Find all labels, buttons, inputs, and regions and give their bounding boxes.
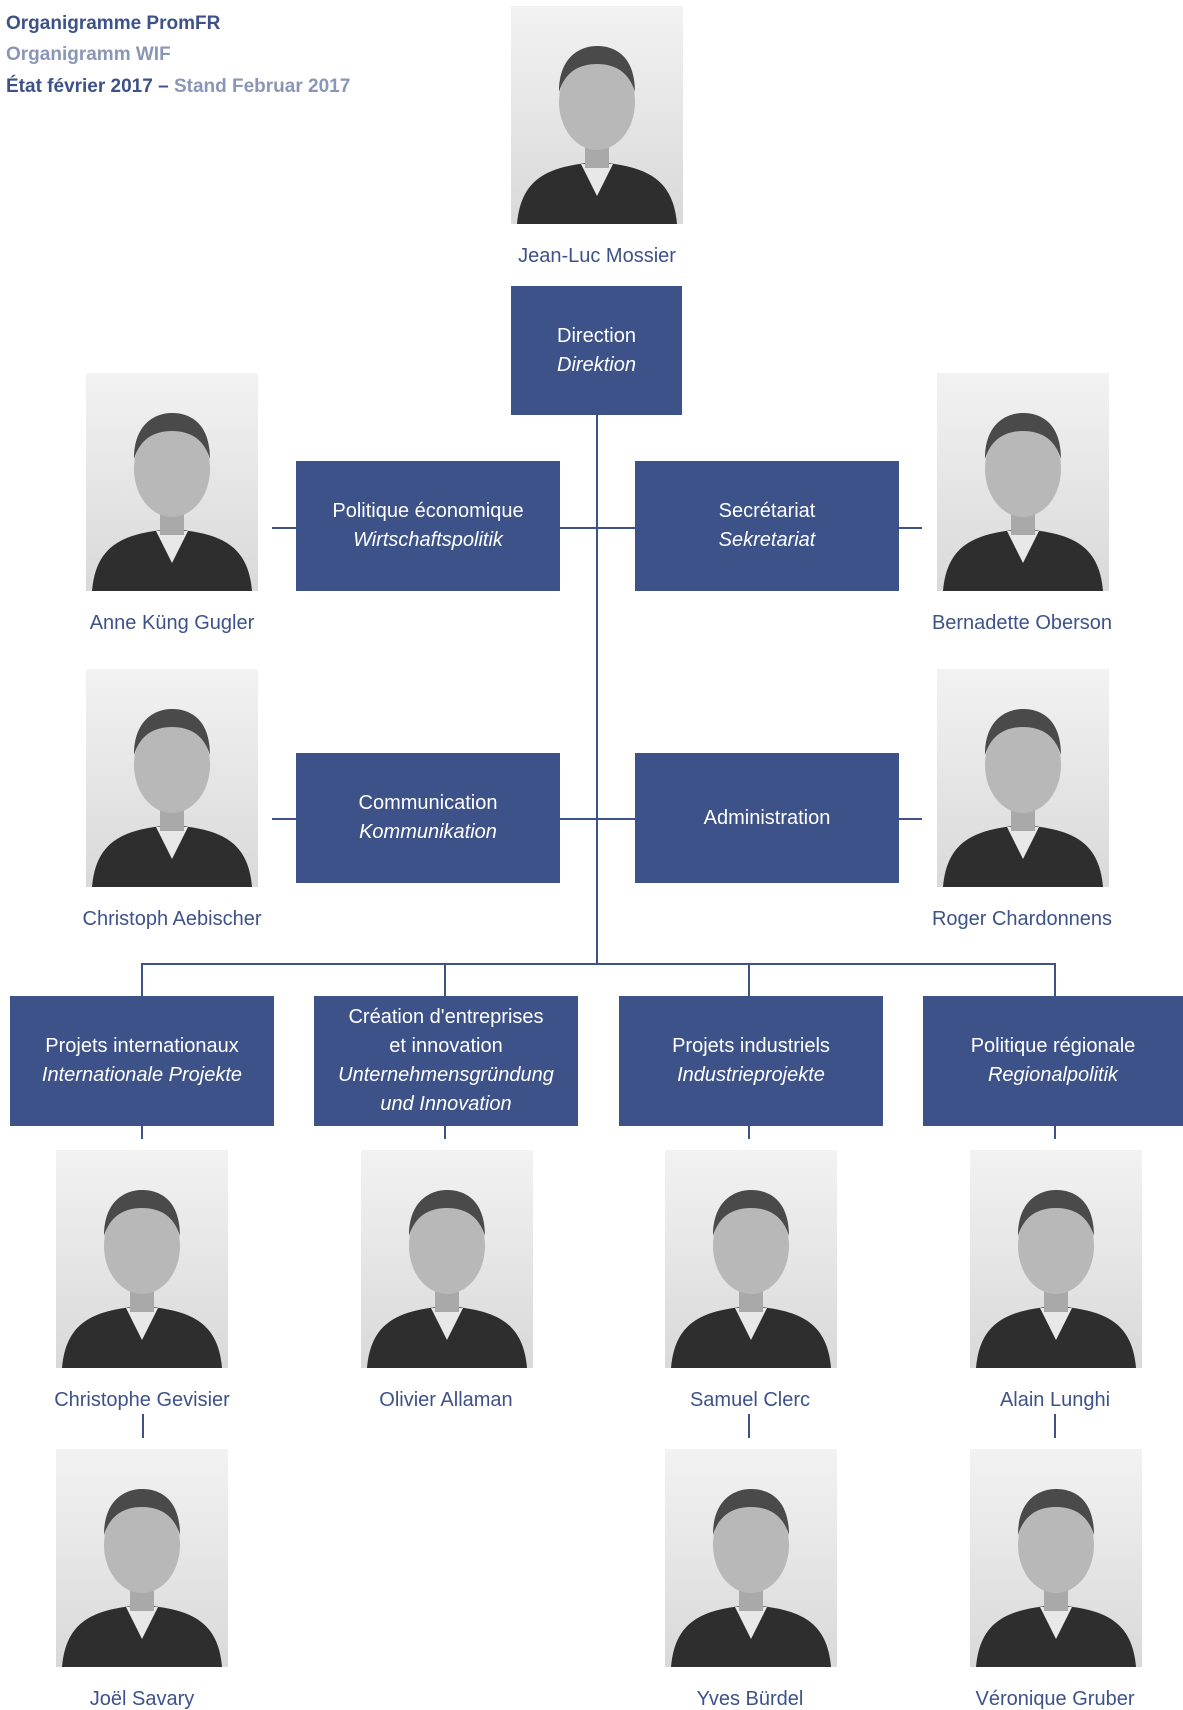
connector-sub-4 — [1054, 1414, 1056, 1438]
connector-row2-horizontal — [272, 818, 922, 820]
unit-communication: Communication Kommunikation — [296, 753, 560, 883]
unit-direction: Direction Direktion — [511, 286, 682, 415]
connector-below-3 — [748, 1125, 750, 1139]
org-title-fr: Organigramme PromFR — [6, 13, 221, 34]
unit-label-fr: Projets internationaux — [45, 1035, 239, 1057]
connector-sub-1 — [142, 1414, 144, 1438]
person-name-kung-gugler: Anne Küng Gugler — [89, 612, 255, 634]
unit-projets-internationaux: Projets internationaux Internationale Pr… — [10, 996, 274, 1126]
person-name-mossier: Jean-Luc Mossier — [518, 245, 676, 267]
portrait-chardonnens — [937, 669, 1109, 887]
person-name-allaman: Olivier Allaman — [379, 1389, 513, 1411]
unit-label-de: Direktion — [557, 353, 636, 376]
unit-label-de: Regionalpolitik — [987, 1064, 1119, 1086]
unit-label-fr: Politique économique — [332, 500, 524, 522]
connector-below-1 — [141, 1125, 143, 1139]
unit-label-de: Sekretariat — [718, 529, 816, 551]
unit-creation-entreprises: Création d'entreprises et innovation Unt… — [314, 996, 578, 1126]
unit-label-fr: et innovation — [389, 1035, 503, 1057]
unit-label-fr: Politique régionale — [970, 1035, 1136, 1057]
org-date: État février 2017 – Stand Februar 2017 — [6, 77, 350, 97]
person-name-gevisier: Christophe Gevisier — [54, 1389, 230, 1411]
connector-below-2 — [444, 1125, 446, 1139]
person-name-lunghi: Alain Lunghi — [999, 1389, 1111, 1411]
unit-label-de: und Innovation — [380, 1093, 512, 1115]
person-name-chardonnens: Roger Chardonnens — [931, 908, 1113, 930]
connector-drop-4 — [1054, 963, 1056, 996]
unit-politique-economique: Politique économique Wirtschaftspolitik — [296, 461, 560, 591]
org-date-de: Stand Februar 2017 — [173, 76, 351, 97]
person-name-gruber: Véronique Gruber — [975, 1688, 1135, 1710]
person-name-clerc: Samuel Clerc — [689, 1389, 811, 1411]
unit-label-fr: Administration — [703, 806, 831, 829]
unit-label-fr: Direction — [557, 324, 636, 347]
person-name-oberson: Bernadette Oberson — [931, 612, 1113, 634]
portrait-kung-gugler — [86, 373, 258, 591]
unit-administration: Administration — [635, 753, 899, 883]
portrait-oberson — [937, 373, 1109, 591]
unit-label-fr: Secrétariat — [718, 500, 816, 522]
portrait-savary — [56, 1449, 228, 1667]
unit-politique-regionale: Politique régionale Regionalpolitik — [923, 996, 1183, 1126]
unit-label-de: Internationale Projekte — [41, 1064, 243, 1086]
connector-sub-3 — [748, 1414, 750, 1438]
portrait-lunghi — [970, 1150, 1142, 1368]
connector-row1-horizontal — [272, 527, 922, 529]
portrait-mossier — [511, 6, 683, 224]
unit-label-de: Kommunikation — [359, 821, 497, 843]
portrait-aebischer — [86, 669, 258, 887]
portrait-burdel — [665, 1449, 837, 1667]
org-date-fr: État février 2017 – — [6, 76, 169, 97]
unit-label-de: Unternehmensgründung — [338, 1064, 554, 1086]
unit-label-de: Industrieprojekte — [677, 1064, 825, 1086]
person-name-aebischer: Christoph Aebischer — [82, 908, 262, 930]
portrait-clerc — [665, 1150, 837, 1368]
org-title-de: Organigramm WIF — [6, 44, 171, 65]
unit-label-fr: Projets industriels — [672, 1035, 830, 1057]
portrait-gevisier — [56, 1150, 228, 1368]
unit-label-de: Wirtschaftspolitik — [353, 529, 503, 551]
unit-projets-industriels: Projets industriels Industrieprojekte — [619, 996, 883, 1126]
person-name-savary: Joël Savary — [89, 1688, 195, 1710]
unit-label-fr: Création d'entreprises — [348, 1006, 544, 1028]
connector-bottom-horizontal — [142, 963, 1056, 965]
connector-main-vertical — [596, 414, 598, 964]
portrait-gruber — [970, 1449, 1142, 1667]
unit-secretariat: Secrétariat Sekretariat — [635, 461, 899, 591]
person-name-burdel: Yves Bürdel — [696, 1688, 804, 1710]
connector-drop-1 — [141, 963, 143, 996]
unit-label-fr: Communication — [358, 792, 498, 814]
connector-drop-3 — [748, 963, 750, 996]
connector-drop-2 — [444, 963, 446, 996]
connector-below-4 — [1054, 1125, 1056, 1139]
portrait-allaman — [361, 1150, 533, 1368]
